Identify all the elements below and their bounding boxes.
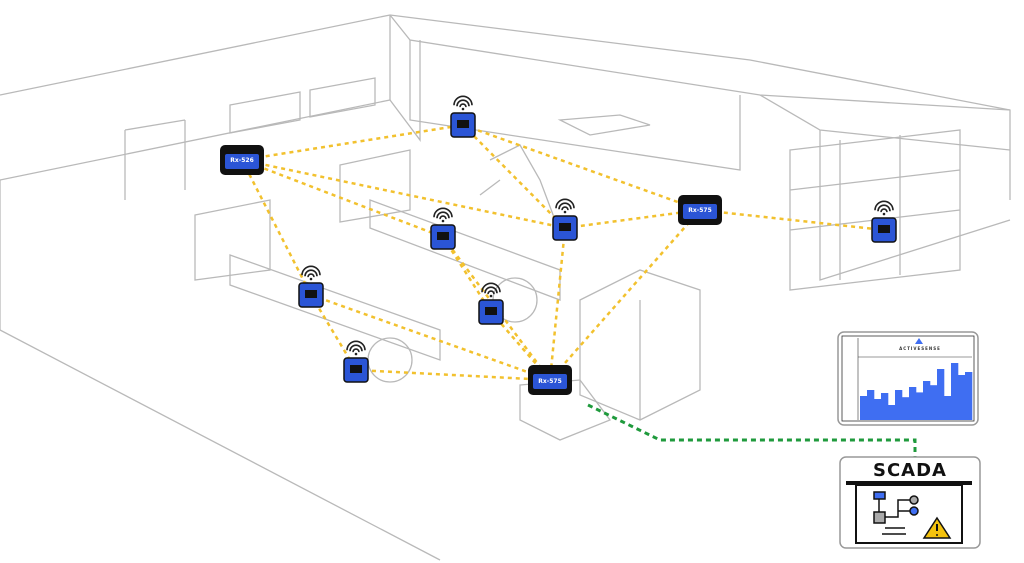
chart-bar xyxy=(958,375,966,420)
monitor-chart xyxy=(857,338,973,420)
devices xyxy=(220,95,897,395)
chart-bar xyxy=(895,390,903,420)
wifi-icon xyxy=(481,282,501,298)
wireless-link xyxy=(462,124,566,229)
monitor-brand: ACTIVESENSE xyxy=(899,346,941,351)
gateway-device xyxy=(678,195,722,225)
wireless-sensor xyxy=(430,207,456,250)
chart-bar xyxy=(902,397,910,420)
chart-bar xyxy=(944,396,952,420)
wireless-link xyxy=(462,123,701,212)
gateway-label: Rx-575 xyxy=(688,207,712,214)
factory-building-lineart xyxy=(0,14,1011,561)
wifi-icon xyxy=(346,340,366,356)
chart-bar xyxy=(937,369,945,420)
chart-bar xyxy=(888,405,896,420)
wireless-link xyxy=(548,227,567,381)
chart-bar xyxy=(951,363,959,420)
scada-box xyxy=(839,456,981,549)
wireless-link xyxy=(241,123,464,162)
chart-bar xyxy=(860,396,868,420)
wireless-sensor xyxy=(478,282,504,325)
wifi-icon xyxy=(555,198,575,214)
gateway-device xyxy=(220,145,264,175)
wireless-link xyxy=(241,158,566,230)
scada-connection-line xyxy=(587,403,917,458)
chart-bar xyxy=(881,393,889,420)
gateway-label: Rx-526 xyxy=(230,157,254,164)
wireless-link xyxy=(240,159,313,296)
wireless-sensor xyxy=(298,265,324,308)
wireless-link xyxy=(310,293,551,382)
chart-bar xyxy=(930,385,938,420)
chart-bar xyxy=(965,372,973,420)
gateway-device xyxy=(528,365,572,395)
wifi-icon xyxy=(301,265,321,281)
wireless-sensor xyxy=(552,198,578,241)
wireless-link xyxy=(699,208,885,232)
wireless-links xyxy=(240,123,885,382)
wifi-icon xyxy=(433,207,453,223)
chart-bar xyxy=(923,381,931,420)
monitor-panel xyxy=(837,331,979,426)
wireless-link xyxy=(549,209,701,381)
brand-logo-icon xyxy=(915,338,923,344)
wireless-link xyxy=(564,208,701,230)
chart-bar xyxy=(874,399,882,420)
scada-label: SCADA xyxy=(873,460,947,481)
wireless-link xyxy=(241,158,444,239)
process-diagram-warning-icon xyxy=(846,481,972,544)
gateway-label: Rx-575 xyxy=(538,378,562,385)
wifi-icon xyxy=(874,200,894,216)
chart-bar xyxy=(909,387,917,420)
wireless-link xyxy=(355,368,551,382)
wireless-sensor xyxy=(871,200,897,243)
wireless-sensor xyxy=(343,340,369,383)
wifi-icon xyxy=(453,95,473,111)
chart-bar xyxy=(916,392,924,420)
chart-bar xyxy=(867,390,875,420)
wireless-sensor xyxy=(450,95,476,138)
